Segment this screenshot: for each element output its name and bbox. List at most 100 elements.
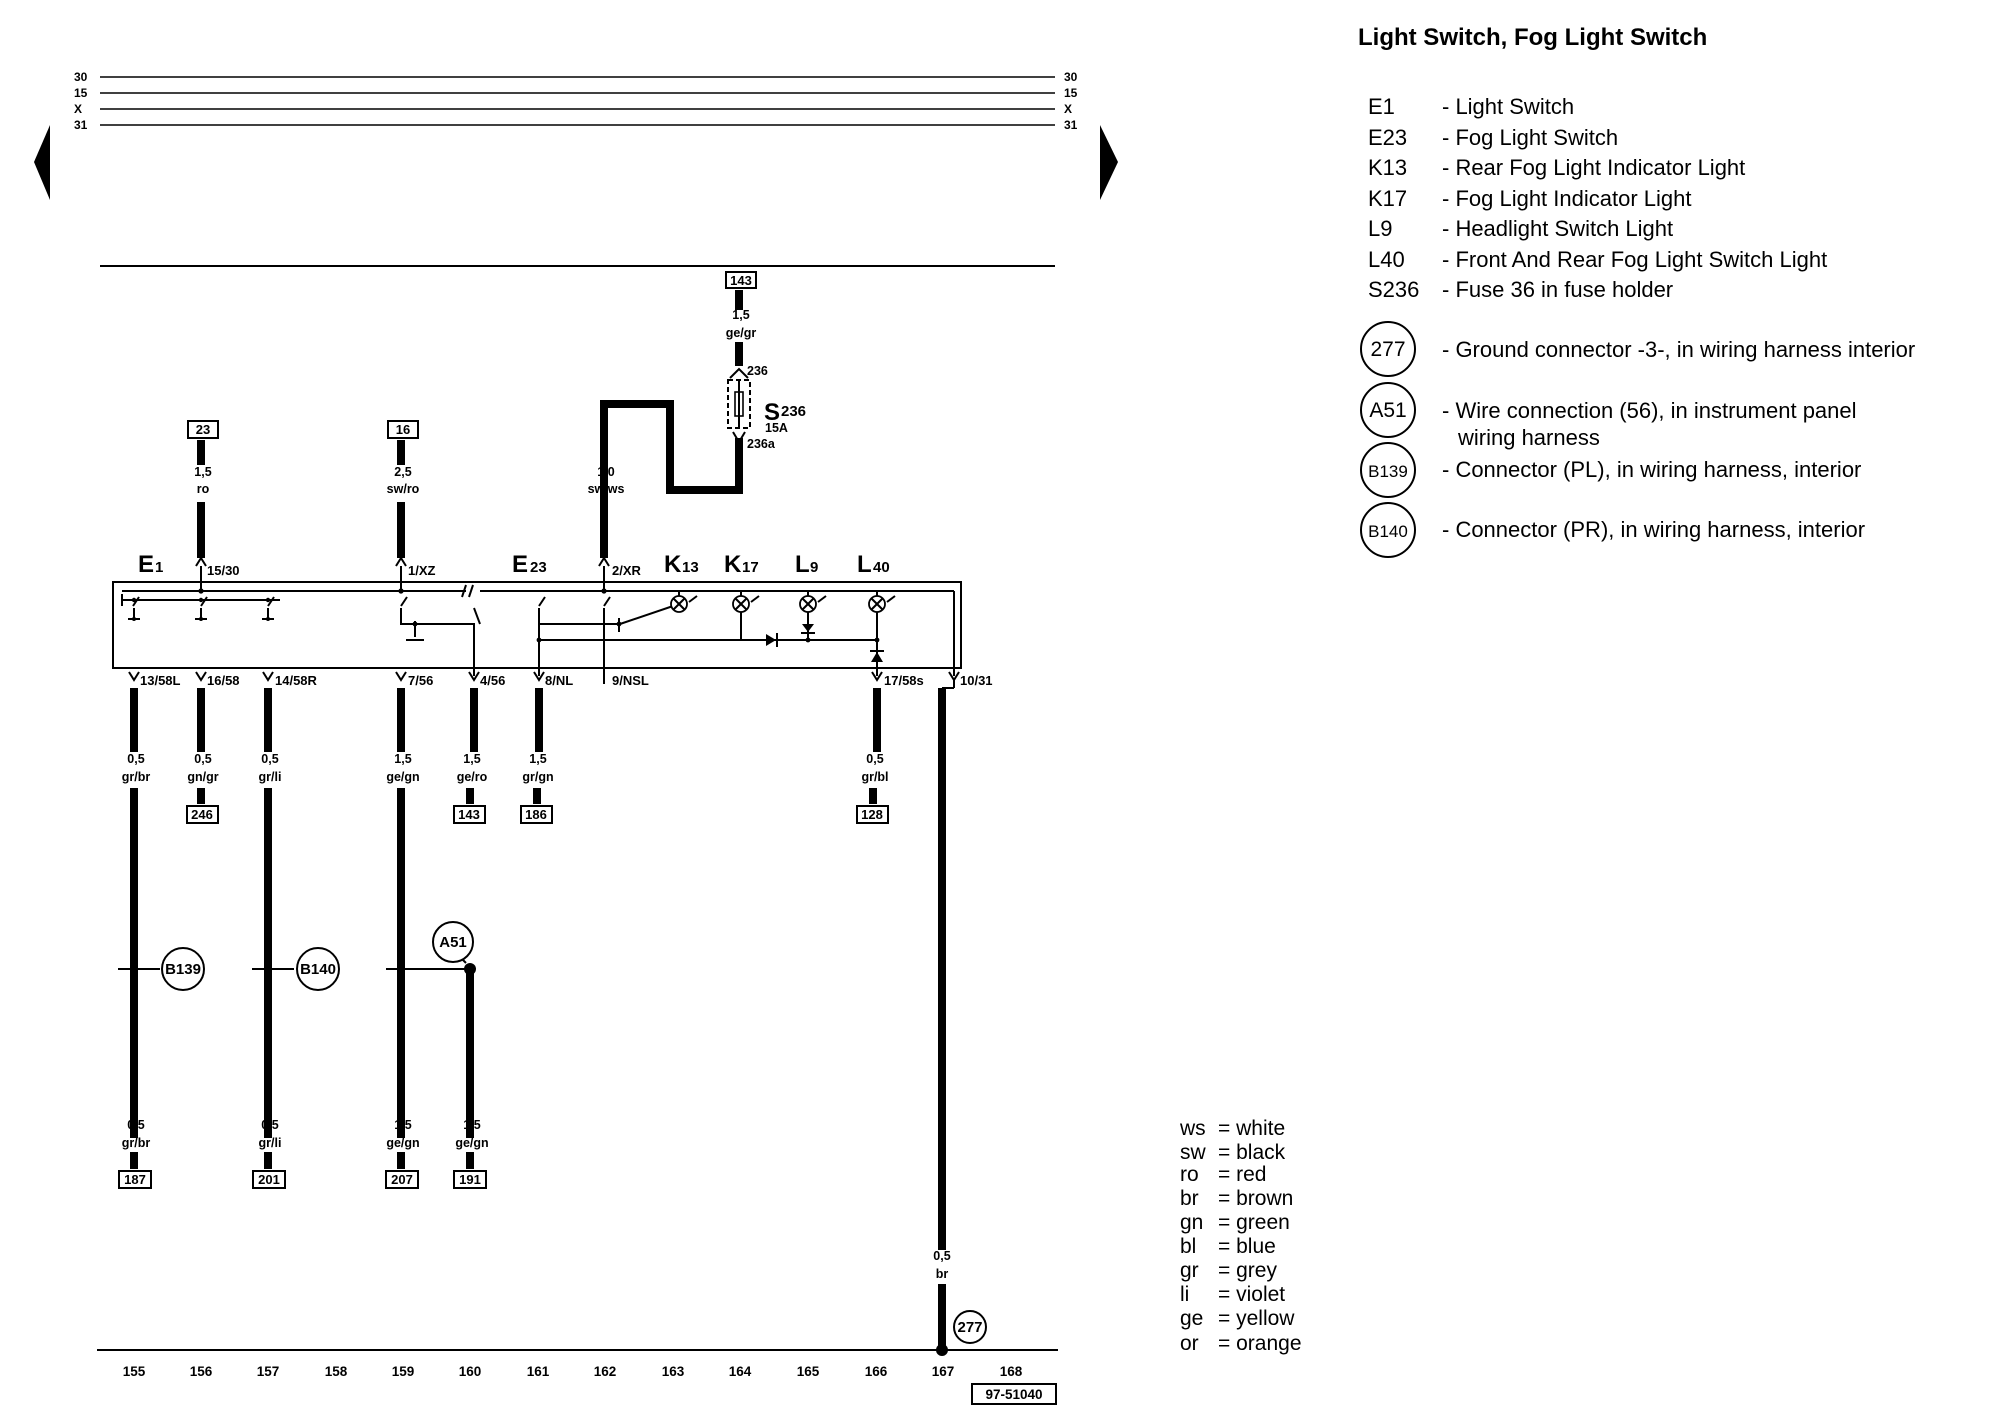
legend-circle-code: 277 — [1370, 338, 1405, 361]
column-number: 155 — [123, 1364, 146, 1379]
column-number: 159 — [392, 1364, 415, 1379]
term-box-label: 23 — [196, 422, 210, 437]
terminal-label: 16/58 — [207, 673, 240, 688]
term-box-label: 143 — [458, 807, 480, 822]
component-e23-sub: 23 — [530, 559, 547, 576]
column-number: 164 — [729, 1364, 752, 1379]
legend-circle-text: - Ground connector -3-, in wiring harnes… — [1442, 337, 1915, 362]
terminal-label: 13/58L — [140, 673, 181, 688]
color-legend: ws = white sw = black ro = red br = brow… — [1179, 1117, 1302, 1355]
wire-color: ge/gr — [726, 326, 757, 340]
color-name: = violet — [1218, 1283, 1285, 1306]
fuse-designator: S — [764, 399, 780, 426]
legend-circle — [1360, 321, 1416, 377]
wire-gauge: 1,5 — [394, 752, 411, 766]
term-box — [520, 805, 553, 824]
color-abbr: bl — [1180, 1235, 1196, 1258]
term-box — [856, 805, 889, 824]
legend-circle — [1360, 382, 1416, 438]
next-page-arrow[interactable] — [1100, 125, 1118, 200]
previous-page-arrow[interactable] — [34, 125, 50, 200]
term-box — [186, 805, 219, 824]
switch-housing — [112, 566, 962, 676]
rail-label-left: 30 — [74, 70, 88, 84]
term-box-label: 207 — [391, 1172, 413, 1187]
ground-277-label: 277 — [957, 1319, 982, 1336]
column-number: 165 — [797, 1364, 820, 1379]
terminal-label: 9/NSL — [612, 673, 649, 688]
color-abbr: br — [1180, 1187, 1199, 1210]
diagram-ref-box — [971, 1383, 1057, 1405]
legend-text: - Front And Rear Fog Light Switch Light — [1442, 247, 1827, 272]
wire-gauge: 0,5 — [194, 752, 211, 766]
terminal-label: 2/XR — [612, 563, 642, 578]
color-abbr: sw — [1180, 1141, 1207, 1164]
color-name: = grey — [1218, 1259, 1277, 1282]
column-number: 162 — [594, 1364, 617, 1379]
wire-color: ge/gn — [386, 1136, 419, 1150]
wire-gauge: 1,5 — [394, 1118, 411, 1132]
terminal-label: 7/56 — [408, 673, 433, 688]
legend-circle-text-cont: wiring harness — [1457, 425, 1600, 450]
fuse-rating: 15A — [765, 421, 788, 435]
bottom-terminals: 13/58L 16/58 14/58R 7/56 4/56 8/NL 9/NSL… — [128, 671, 993, 688]
connector-a51-label: A51 — [439, 934, 467, 951]
legend-text: - Headlight Switch Light — [1442, 216, 1673, 241]
terminal-label: 10/31 — [960, 673, 993, 688]
column-number: 156 — [190, 1364, 213, 1379]
term-box-label: 187 — [124, 1172, 146, 1187]
wire-gauge: 1,5 — [529, 752, 546, 766]
wire-color: gr/bl — [861, 770, 888, 784]
component-l40-sub: 40 — [873, 559, 890, 576]
column-number: 168 — [1000, 1364, 1023, 1379]
legend-code: L9 — [1368, 216, 1392, 241]
column-number: 160 — [459, 1364, 482, 1379]
legend-circle-code: B140 — [1368, 522, 1408, 541]
wire-gauge: 1,5 — [732, 308, 749, 322]
terminal-label: 15/30 — [207, 563, 240, 578]
wire-color: gr/li — [259, 1136, 282, 1150]
component-l9-sub: 9 — [810, 559, 818, 576]
term-box-label: 246 — [191, 807, 213, 822]
wire-gauge: 1,5 — [463, 1118, 480, 1132]
connector-b140-label: B140 — [300, 961, 336, 978]
legend-code: E23 — [1368, 125, 1407, 150]
supply-rails: 30 15 X 31 30 15 X 31 — [34, 70, 1118, 200]
wire-color: sw/ro — [387, 482, 420, 496]
legend-code: L40 — [1368, 247, 1405, 272]
connector-b140 — [296, 947, 340, 991]
legend-panel: Light Switch, Fog Light Switch E1 - Ligh… — [1358, 24, 1915, 558]
wire-color: br — [936, 1267, 949, 1281]
wire-color: gr/br — [122, 770, 151, 784]
rail-label-right: 15 — [1064, 86, 1078, 100]
color-abbr: li — [1180, 1283, 1189, 1306]
fuse-designator-sub: 236 — [781, 403, 806, 420]
component-labels: E 1 E 23 K 13 K 17 L 9 L 40 — [138, 551, 890, 578]
terminal-label: 14/58R — [275, 673, 318, 688]
color-name: = red — [1218, 1163, 1266, 1186]
wire-gauge: 0,5 — [127, 1118, 144, 1132]
term-box-label: 191 — [459, 1172, 481, 1187]
rail-label-left: 15 — [74, 86, 88, 100]
wire-color: gr/li — [259, 770, 282, 784]
term-box-label: 201 — [258, 1172, 280, 1187]
component-e23-label: E — [512, 551, 528, 578]
legend-circle — [1360, 442, 1416, 498]
terminal-label: 8/NL — [545, 673, 573, 688]
connector-b139 — [161, 947, 205, 991]
legend-circle-text: - Connector (PR), in wiring harness, int… — [1442, 517, 1865, 542]
terminal-label: 4/56 — [480, 673, 505, 688]
component-l9-label: L — [795, 551, 810, 578]
color-abbr: ge — [1180, 1307, 1203, 1330]
legend-text: - Fuse 36 in fuse holder — [1442, 277, 1673, 302]
color-name: = black — [1218, 1141, 1286, 1164]
wire-color: gr/gn — [522, 770, 553, 784]
wire-gauge: 1,5 — [463, 752, 480, 766]
color-name: = green — [1218, 1211, 1290, 1234]
wire-gauge: 0,5 — [933, 1249, 950, 1263]
color-name: = brown — [1218, 1187, 1293, 1210]
color-name: = orange — [1218, 1332, 1302, 1355]
column-number: 161 — [527, 1364, 550, 1379]
term-box-label: 186 — [525, 807, 547, 822]
